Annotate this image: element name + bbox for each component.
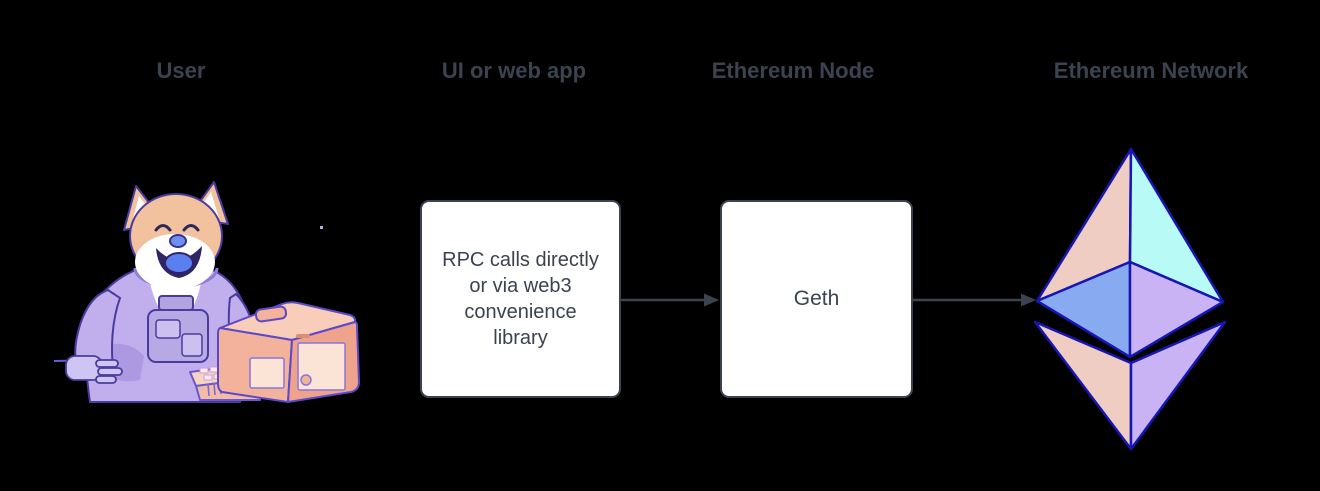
ui-web-app-box: RPC calls directly or via web3 convenien… <box>420 200 621 398</box>
chest-pack-panel <box>181 333 203 357</box>
fan-sticker <box>300 374 312 386</box>
column-label-node: Ethereum Node <box>711 58 875 83</box>
doge-tongue <box>164 252 194 274</box>
eth-diamond-faces <box>1033 147 1227 451</box>
retro-computer <box>189 301 360 403</box>
arrow-node-to-network <box>913 293 1036 307</box>
ethereum-logo <box>1033 147 1227 451</box>
doge-nose <box>169 234 187 248</box>
robot-glove <box>65 355 123 384</box>
chest-pack-button <box>155 319 181 339</box>
ethereum-node-box: Geth <box>720 200 913 398</box>
chest-strap <box>158 295 194 311</box>
column-label-network: Ethereum Network <box>1053 58 1249 83</box>
carry-handle <box>254 305 288 323</box>
arrowhead-icon <box>704 293 719 307</box>
doge-astronaut-illustration <box>53 181 360 403</box>
arrow-ui-to-node <box>621 293 719 307</box>
ui-web-app-box-text: RPC calls directly or via web3 convenien… <box>442 249 599 349</box>
eth-face-bottom-right <box>1129 320 1227 451</box>
column-label-ui: UI or web app <box>441 58 587 83</box>
computer-top-face <box>219 301 357 341</box>
eth-face-mid-right <box>1128 260 1225 359</box>
doge-figure <box>53 181 323 403</box>
column-label-user: User <box>156 58 206 83</box>
right-eye <box>182 224 200 232</box>
side-panel <box>249 357 285 389</box>
ethereum-node-box-text: Geth <box>793 287 840 310</box>
sparkle-dot <box>320 226 323 229</box>
vent-slot-top <box>296 334 310 338</box>
left-eye <box>154 224 172 232</box>
